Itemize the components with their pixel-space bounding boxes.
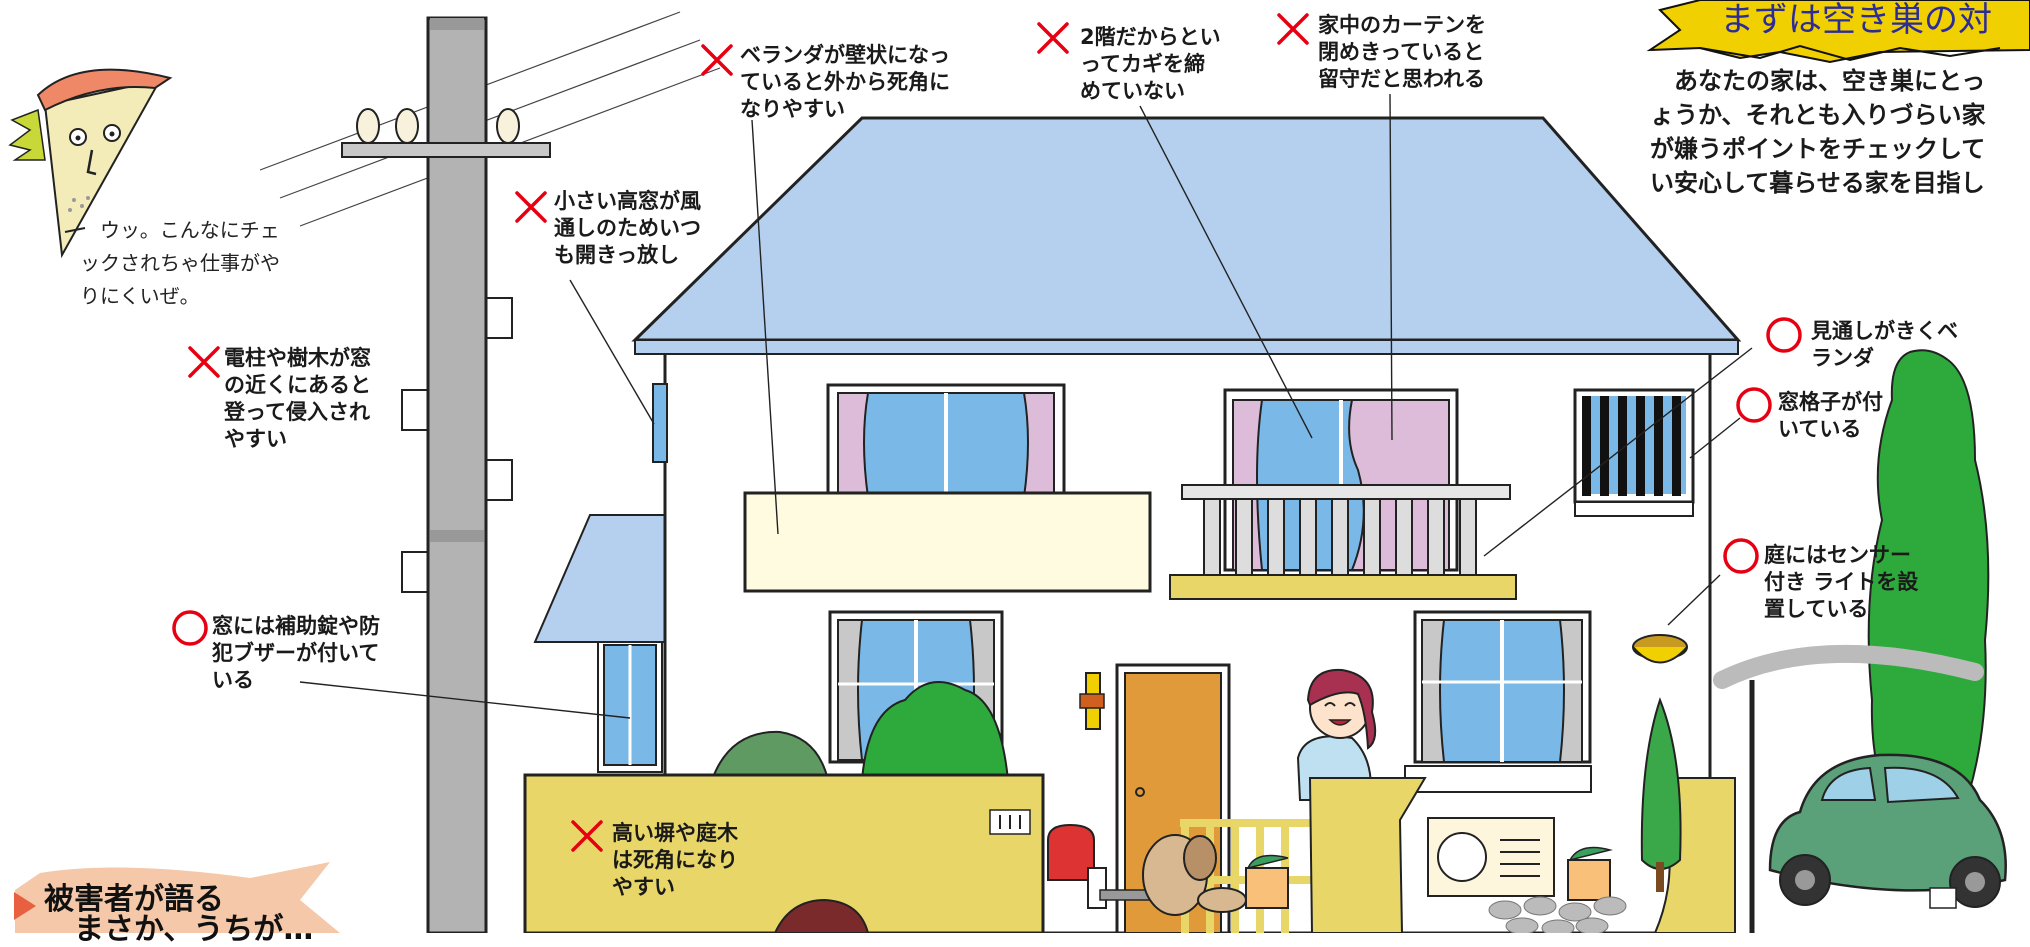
- upper-left-window: [826, 383, 1066, 499]
- intro-text: あなたの家は、空き巣にとっ ょうか、それとも入りづらい家 が嫌うポイントをチェッ…: [1650, 67, 1986, 197]
- high-garden-wall: [523, 773, 1045, 933]
- bushes: [710, 681, 1010, 781]
- label-second-floor: 2階だからとい ってカギを締 めていない: [1080, 25, 1221, 103]
- grilled-window: [1573, 388, 1695, 517]
- dog: [1142, 834, 1247, 916]
- open-railing-veranda: [1169, 484, 1517, 600]
- leader-lines: [299, 93, 1753, 719]
- side-shed: [533, 514, 669, 773]
- label-curtain: 家中のカーテンを 閉めきっていると 留守だと思われる: [1318, 13, 1486, 91]
- circle-marks: [172, 317, 1802, 646]
- bottom-title: 被害者が語る まさか、うちが…: [44, 882, 314, 947]
- cross-marks: [188, 13, 1309, 852]
- stepping-stones: [1488, 896, 1627, 933]
- label-open-veranda: 見通しがきくベ ランダ: [1811, 319, 1958, 370]
- air-conditioner-unit: [1427, 817, 1555, 897]
- label-pole: 電柱や樹木が窓 の近くにあると 登って侵入され やすい: [224, 346, 371, 451]
- label-window-grille: 窓格子が付 いている: [1778, 390, 1883, 441]
- garden-arch: [1713, 644, 1984, 689]
- label-high-wall: 高い塀や庭木 は死角になり やすい: [612, 821, 738, 899]
- lower-right-window: [1404, 610, 1592, 793]
- bottom-person-hair: [773, 898, 870, 933]
- label-small-window: 小さい高窓が風 通しのためいつ も開きっ放し: [554, 189, 701, 267]
- utility-pole: [341, 16, 551, 933]
- thief-character: [8, 68, 173, 259]
- mailbox: [1047, 823, 1171, 909]
- planters: [1245, 846, 1611, 909]
- banner-title: まずは空き巣の対: [1720, 0, 1992, 40]
- car: [1768, 753, 2007, 909]
- banner: [1646, 0, 2030, 64]
- label-veranda-wall: ベランダが壁状になっ ていると外から死角に なりやすい: [740, 43, 950, 121]
- walled-veranda: [743, 491, 1152, 593]
- label-sensor-light: 庭にはセンサー 付き ライトを設 置している: [1764, 543, 1919, 621]
- sensor-light: [1632, 634, 1688, 664]
- roof: [631, 116, 1742, 355]
- small-high-window: [652, 383, 668, 463]
- label-aux-lock: 窓には補助錠や防 犯ブザーが付いて いる: [212, 614, 380, 692]
- bottom-banner: [14, 862, 340, 933]
- small-conifer: [1640, 697, 1682, 892]
- thief-speech: ウッ。こんなにチェ ックされちゃ仕事がや りにくいぜ。: [80, 218, 280, 308]
